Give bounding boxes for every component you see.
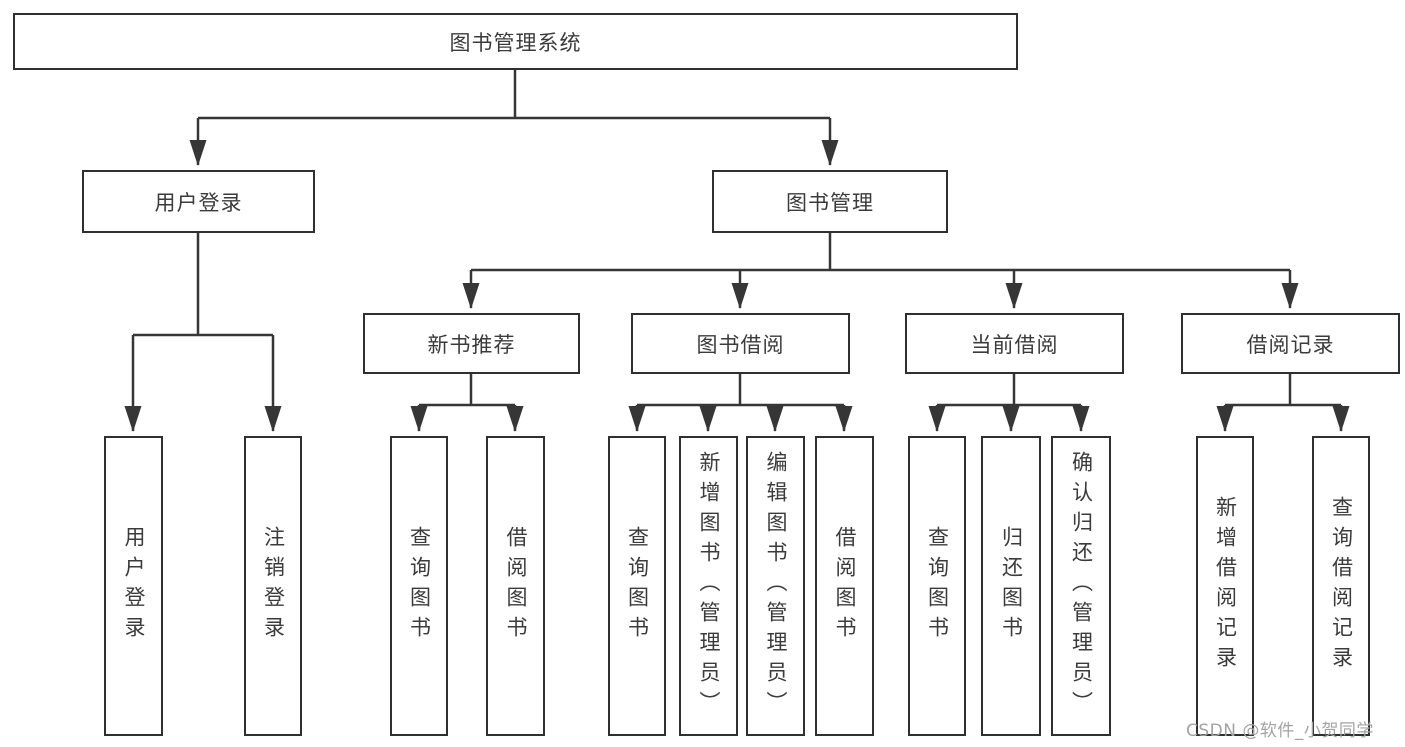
csdn-watermark: CSDN @软件_小贺同学 [1186, 721, 1374, 741]
leaf-query-borrow-record: 查询借阅记录 [1312, 436, 1370, 736]
leaf-recommend-borrow-book: 借阅图书 [486, 436, 545, 736]
node-new-book-recommend: 新书推荐 [363, 313, 580, 374]
leaf-user-login-label: 用户登录 [122, 526, 146, 646]
node-borrow-record: 借阅记录 [1181, 313, 1400, 374]
leaf-return-book-label: 归还图书 [999, 526, 1024, 646]
node-new-book-recommend-label: 新书推荐 [427, 332, 516, 357]
leaf-borrow-book: 借阅图书 [815, 436, 874, 736]
node-current-borrow: 当前借阅 [905, 313, 1124, 374]
node-user-login: 用户登录 [82, 170, 315, 233]
node-book-management: 图书管理 [712, 170, 948, 233]
leaf-borrow-query-book-label: 查询图书 [625, 526, 650, 646]
leaf-borrow-query-book: 查询图书 [608, 436, 666, 736]
leaf-add-book-admin-label: 新增图书（管理员） [697, 451, 721, 721]
leaf-edit-book-admin: 编辑图书（管理员） [746, 436, 805, 736]
leaf-add-book-admin: 新增图书（管理员） [679, 436, 738, 736]
leaf-add-borrow-record: 新增借阅记录 [1196, 436, 1254, 736]
node-current-borrow-label: 当前借阅 [970, 332, 1059, 357]
leaf-recommend-borrow-book-label: 借阅图书 [504, 526, 528, 646]
leaf-user-login: 用户登录 [104, 436, 163, 736]
node-book-borrow-label: 图书借阅 [696, 332, 785, 357]
leaf-recommend-query-book: 查询图书 [390, 436, 448, 736]
leaf-logout-label: 注销登录 [261, 526, 286, 646]
node-user-login-label: 用户登录 [154, 190, 243, 215]
leaf-confirm-return-admin-label: 确认归还（管理员） [1069, 451, 1094, 721]
leaf-current-query-book-label: 查询图书 [925, 526, 950, 646]
leaf-return-book: 归还图书 [981, 436, 1041, 736]
leaf-edit-book-admin-label: 编辑图书（管理员） [764, 451, 788, 721]
node-root-system: 图书管理系统 [13, 13, 1018, 70]
leaf-current-query-book: 查询图书 [908, 436, 966, 736]
leaf-logout: 注销登录 [244, 436, 302, 736]
leaf-add-borrow-record-label: 新增借阅记录 [1213, 496, 1238, 676]
node-root-label: 图书管理系统 [449, 30, 582, 55]
node-borrow-record-label: 借阅记录 [1246, 332, 1335, 357]
leaf-borrow-book-label: 借阅图书 [833, 526, 857, 646]
node-book-management-label: 图书管理 [786, 190, 874, 215]
node-book-borrow: 图书借阅 [631, 313, 850, 374]
leaf-query-borrow-record-label: 查询借阅记录 [1329, 496, 1354, 676]
leaf-recommend-query-book-label: 查询图书 [407, 526, 432, 646]
leaf-confirm-return-admin: 确认归还（管理员） [1051, 436, 1111, 736]
